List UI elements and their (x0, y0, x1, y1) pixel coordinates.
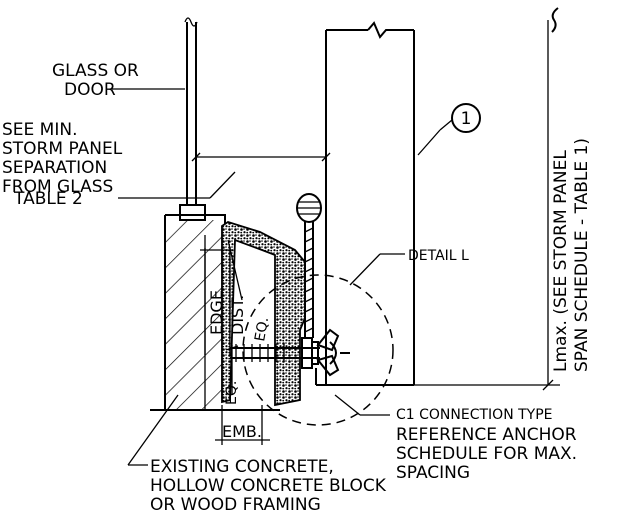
label-see-min-4: FROM GLASS (2, 177, 113, 197)
label-edge: EDGE (207, 290, 226, 335)
anchor-bolt (230, 328, 350, 377)
label-glass-or-door-2: DOOR (64, 80, 116, 100)
label-connection-1: C1 CONNECTION TYPE (396, 407, 553, 423)
label-existing-1: EXISTING CONCRETE, (150, 457, 334, 477)
callout-number: 1 (461, 109, 472, 129)
label-glass-or-door-1: GLASS OR (52, 61, 139, 81)
label-connection-2: REFERENCE ANCHOR (396, 425, 577, 445)
threaded-stud (296, 193, 322, 338)
callout-1: 1 (451, 103, 481, 133)
edge-distance-dim (200, 239, 243, 355)
glass-door (179, 17, 206, 221)
label-existing-2: HOLLOW CONCRETE BLOCK (150, 476, 387, 496)
label-eq-upper: EQ. (252, 316, 272, 343)
text-labels: GLASS OR DOOR SEE MIN. STORM PANEL SEPAR… (2, 61, 592, 515)
label-existing-3: OR WOOD FRAMING (150, 495, 321, 515)
separation-dim (191, 152, 331, 162)
storm-panel (315, 21, 415, 386)
label-see-min-3: SEPARATION (2, 158, 107, 178)
embedment-dim (215, 405, 270, 445)
label-connection-3: SCHEDULE FOR MAX. (396, 444, 577, 464)
label-lmax-2: SPAN SCHEDULE - TABLE 1) (572, 138, 592, 372)
label-see-min-2: STORM PANEL (2, 139, 123, 159)
label-dist: DIST. (228, 295, 247, 335)
label-detail-l: DETAIL L (408, 248, 469, 264)
label-see-min-5: TABLE 2 (13, 189, 83, 209)
label-connection-4: SPACING (396, 463, 470, 483)
label-see-min-1: SEE MIN. (2, 120, 77, 140)
detail-l-circle (242, 274, 394, 426)
lmax-dim (414, 7, 560, 391)
label-eq-lower: EQ. (224, 381, 240, 405)
label-emb: EMB. (222, 422, 262, 441)
leaders (112, 88, 453, 466)
eq-dims (225, 345, 239, 395)
label-lmax-1: Lmax. (SEE STORM PANEL (551, 150, 571, 372)
